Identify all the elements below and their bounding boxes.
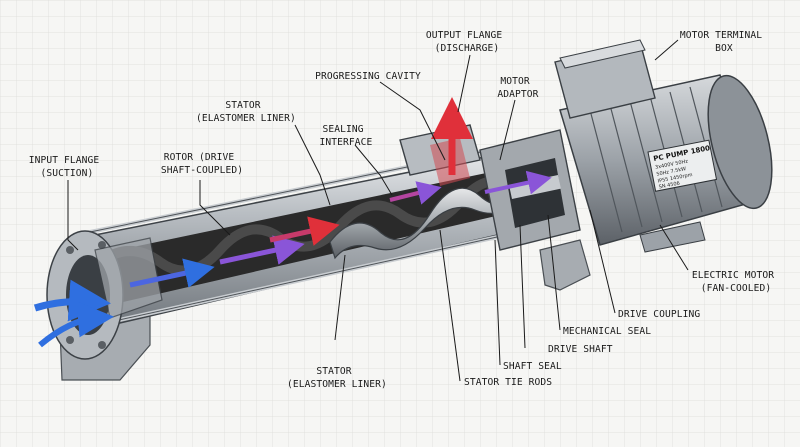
label-line: STATOR (225, 100, 260, 111)
label-progressing-cavity: PROGRESSING CAVITY (315, 71, 421, 82)
label-motor-terminal-box: MOTOR TERMINAL BOX (680, 30, 768, 54)
flow-arrow-icon (38, 301, 114, 348)
label-line: (ELASTOMER LINER) (287, 379, 387, 390)
label-line: ROTOR (DRIVE (164, 152, 235, 163)
motor-nameplate: PC PUMP 1800 3x400V 50Hz 50Hz 7.5kW IP55… (647, 139, 718, 192)
label-rotor: ROTOR (DRIVE SHAFT-COUPLED) (161, 152, 243, 176)
label-drive-shaft: DRIVE SHAFT (548, 344, 613, 355)
label-line: MOTOR TERMINAL (680, 30, 762, 41)
label-stator-tie-rods: STATOR TIE RODS (464, 377, 552, 388)
label-line: ELECTRIC MOTOR (692, 270, 774, 281)
label-input-flange: INPUT FLANGE (SUCTION) (29, 155, 105, 179)
label-line: (FAN-COOLED) (701, 283, 772, 294)
label-line: SEALING (322, 124, 363, 135)
electric-motor: PC PUMP 1800 3x400V 50Hz 50Hz 7.5kW IP55… (554, 39, 773, 253)
flow-arrow-icon (269, 216, 340, 246)
motor-foot (639, 221, 706, 253)
label-line: MOTOR (500, 76, 530, 87)
label-line: ADAPTOR (497, 89, 538, 100)
label-sealing-interface: SEALING INTERFACE (320, 124, 373, 148)
nameplate-line: 50Hz 7.5kW (656, 166, 687, 178)
nameplate-line: SN 4506 (658, 181, 680, 191)
label-shaft-seal: SHAFT SEAL (503, 361, 562, 372)
label-line: (SUCTION) (41, 168, 94, 179)
flow-arrow-icon (389, 181, 442, 205)
label-line: INPUT FLANGE (29, 155, 100, 166)
label-line: OUTPUT FLANGE (426, 30, 503, 41)
label-line: INTERFACE (320, 137, 373, 148)
fan-cowl (707, 74, 773, 210)
flow-arrows (33, 97, 552, 348)
label-line: PROGRESSING CAVITY (315, 71, 421, 82)
leader-lines (67, 39, 689, 382)
label-stator-bottom: STATOR (ELASTOMER LINER) (287, 366, 387, 390)
label-output-flange: OUTPUT FLANGE (DISCHARGE) (426, 30, 508, 54)
component-labels: INPUT FLANGE (SUCTION) ROTOR (DRIVE SHAF… (29, 30, 780, 390)
front-support-foot (539, 239, 591, 291)
label-line: BOX (715, 43, 733, 54)
label-line: (ELASTOMER LINER) (196, 113, 296, 124)
label-line: DRIVE SHAFT (548, 344, 613, 355)
label-line: DRIVE COUPLING (618, 309, 700, 320)
label-line: SHAFT-COUPLED) (161, 165, 243, 176)
label-stator-top: STATOR (ELASTOMER LINER) (196, 100, 296, 124)
flow-arrow-icon (484, 170, 552, 195)
label-motor-adaptor: MOTOR ADAPTOR (497, 76, 538, 100)
label-electric-motor: ELECTRIC MOTOR (FAN-COOLED) (692, 270, 780, 294)
label-mechanical-seal: MECHANICAL SEAL (563, 326, 651, 337)
label-drive-coupling: DRIVE COUPLING (618, 309, 700, 320)
flow-arrow-icon (219, 235, 305, 265)
label-line: MECHANICAL SEAL (563, 326, 651, 337)
flow-arrow-icon (129, 258, 215, 288)
label-line: SHAFT SEAL (503, 361, 562, 372)
label-line: STATOR (316, 366, 351, 377)
label-line: STATOR TIE RODS (464, 377, 552, 388)
label-line: (DISCHARGE) (435, 43, 500, 54)
